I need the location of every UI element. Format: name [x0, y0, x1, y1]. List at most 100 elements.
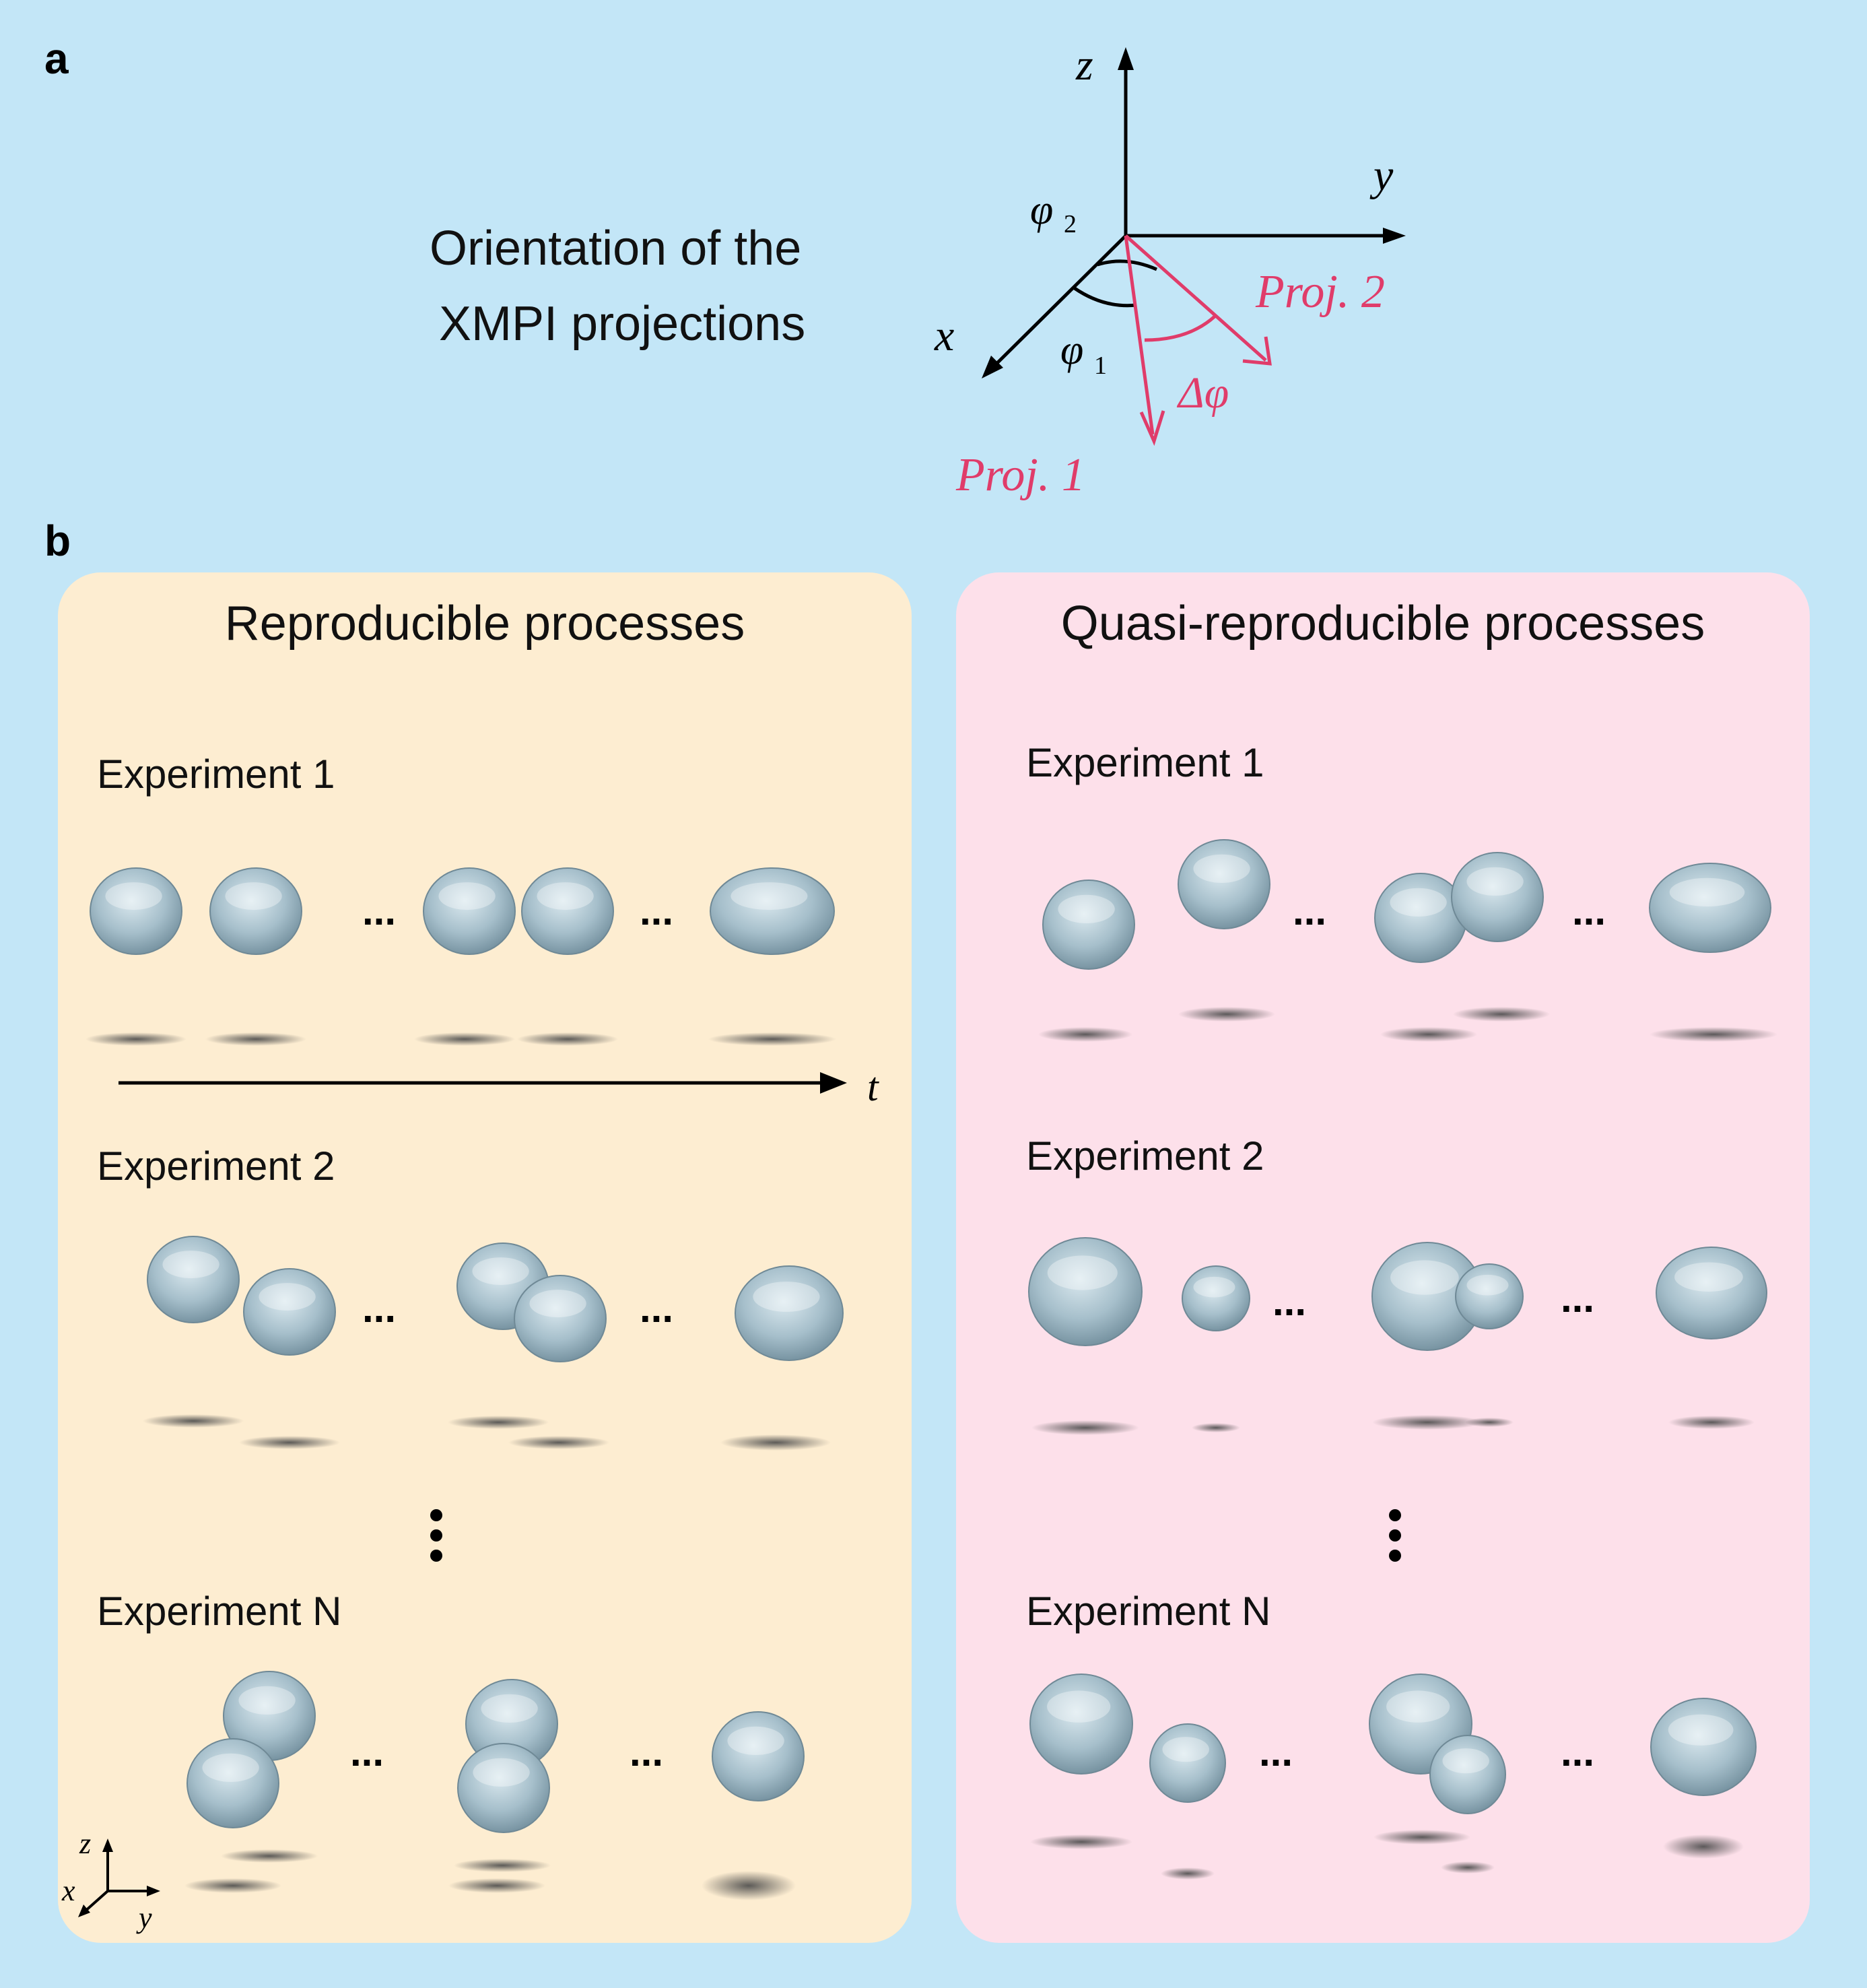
- mini-x-label: x: [61, 1874, 75, 1907]
- proj2-label: Proj. 2: [1255, 266, 1385, 318]
- droplet: [1371, 1242, 1483, 1351]
- droplet-shadow: [1178, 1007, 1275, 1022]
- delta-phi-arc: [1144, 315, 1216, 342]
- mini-y-label: y: [136, 1901, 152, 1934]
- reproducible-experiment-1-label: Experiment 1: [97, 752, 335, 797]
- droplet-shadow: [448, 1878, 545, 1893]
- droplet-shadow: [184, 1878, 281, 1893]
- mini-y-arrowhead: [147, 1886, 160, 1896]
- droplet-shadow: [221, 1849, 318, 1863]
- quasi-experiment-1-label: Experiment 1: [1026, 740, 1264, 785]
- droplet-shadow: [1650, 1027, 1777, 1042]
- mini-axes: z x y: [61, 1827, 160, 1934]
- droplet: [90, 867, 182, 955]
- shadows-group: [86, 1007, 1777, 1900]
- reproducible-experiment-n-label: Experiment N: [97, 1589, 342, 1634]
- time-axis-arrowhead: [820, 1072, 847, 1094]
- time-axis-label: t: [867, 1065, 879, 1109]
- orientation-caption-line1: Orientation of the: [430, 222, 802, 275]
- droplet-shadow: [702, 1871, 796, 1900]
- ellipsis: ...: [1561, 1729, 1594, 1775]
- ellipsis: ...: [1572, 888, 1606, 933]
- proj2-line: [1124, 234, 1267, 362]
- proj1-line: [1124, 235, 1155, 435]
- droplet-shadow: [1373, 1830, 1470, 1845]
- panel-b-letter: b: [44, 517, 71, 565]
- x-axis-arrowhead: [982, 356, 1003, 378]
- droplet: [423, 867, 516, 955]
- quasi-reproducible-title: Quasi-reproducible processes: [1060, 597, 1705, 651]
- droplet: [521, 867, 614, 955]
- proj2-arrowhead: [1242, 336, 1272, 366]
- droplets-group: [90, 839, 1771, 1833]
- ellipsis: ...: [640, 1286, 673, 1331]
- droplet-shadow: [1453, 1007, 1550, 1022]
- ellipsis: ...: [630, 1729, 663, 1775]
- droplet: [223, 1671, 316, 1761]
- reproducible-title: Reproducible processes: [224, 597, 745, 651]
- droplet: [147, 1236, 240, 1323]
- droplet: [209, 867, 302, 955]
- phi2-label: φ: [1030, 187, 1053, 233]
- ellipsis: ...: [362, 1286, 396, 1331]
- reproducible-experiment-2-label: Experiment 2: [97, 1144, 335, 1189]
- droplet: [1028, 1237, 1143, 1346]
- mini-x-arrowhead: [78, 1904, 90, 1917]
- droplet-shadow: [86, 1032, 186, 1046]
- axes-group: [982, 47, 1406, 378]
- droplet: [1149, 1723, 1226, 1803]
- x-axis-label: x: [934, 311, 954, 360]
- droplet-shadow: [1372, 1415, 1483, 1430]
- droplet-shadow: [1161, 1867, 1215, 1880]
- mini-x-axis: [82, 1890, 109, 1914]
- droplet: [1178, 839, 1270, 929]
- droplet: [514, 1275, 607, 1362]
- droplet: [1656, 1247, 1767, 1339]
- droplet-shadow: [1668, 1416, 1755, 1429]
- phi2-subscript: 2: [1064, 210, 1077, 238]
- droplet: [1650, 1698, 1757, 1796]
- droplet: [1649, 863, 1771, 953]
- quasi-experiment-n-label: Experiment N: [1026, 1589, 1271, 1634]
- droplet-shadow: [517, 1032, 618, 1046]
- droplet-shadow: [205, 1032, 306, 1046]
- droplet: [1042, 880, 1135, 970]
- proj1-label: Proj. 1: [955, 449, 1085, 501]
- droplet-shadow: [414, 1032, 515, 1046]
- droplet: [1029, 1674, 1133, 1775]
- droplet-shadow: [508, 1436, 609, 1449]
- ellipsis: ...: [350, 1729, 384, 1775]
- droplet: [1429, 1735, 1506, 1814]
- droplet-shadow: [143, 1414, 244, 1428]
- droplet-shadow: [1441, 1861, 1495, 1874]
- droplet: [457, 1743, 550, 1833]
- vertical-ellipsis: [1389, 1509, 1401, 1562]
- droplet-shadow: [1465, 1418, 1514, 1427]
- ellipsis: ...: [640, 888, 673, 933]
- orientation-caption-line2: XMPI projections: [439, 297, 806, 351]
- ellipsis: ...: [362, 888, 396, 933]
- phi1-label: φ: [1060, 327, 1083, 373]
- droplet: [710, 867, 835, 955]
- droplet-shadow: [448, 1416, 549, 1429]
- proj1-arrowhead: [1139, 410, 1165, 446]
- ellipsis: ...: [1561, 1275, 1594, 1321]
- ellipsis: ...: [1259, 1729, 1293, 1775]
- droplet: [735, 1265, 844, 1361]
- droplet-shadow: [239, 1436, 340, 1449]
- phi1-subscript: 1: [1094, 352, 1107, 380]
- droplet-shadow: [720, 1434, 831, 1451]
- projection-group: [1124, 234, 1272, 446]
- vertical-ellipsis: [430, 1509, 442, 1562]
- droplet: [712, 1711, 805, 1801]
- ellipsis: ...: [1293, 888, 1326, 933]
- droplet-shadow: [1038, 1027, 1132, 1042]
- z-axis-arrowhead: [1118, 47, 1134, 70]
- ellipsis: ...: [1272, 1279, 1306, 1324]
- droplet-shadow: [708, 1032, 836, 1046]
- droplet-shadow: [454, 1859, 551, 1872]
- z-axis-label: z: [1075, 40, 1093, 90]
- droplet-shadow: [1031, 1420, 1139, 1435]
- x-axis-line: [987, 234, 1127, 373]
